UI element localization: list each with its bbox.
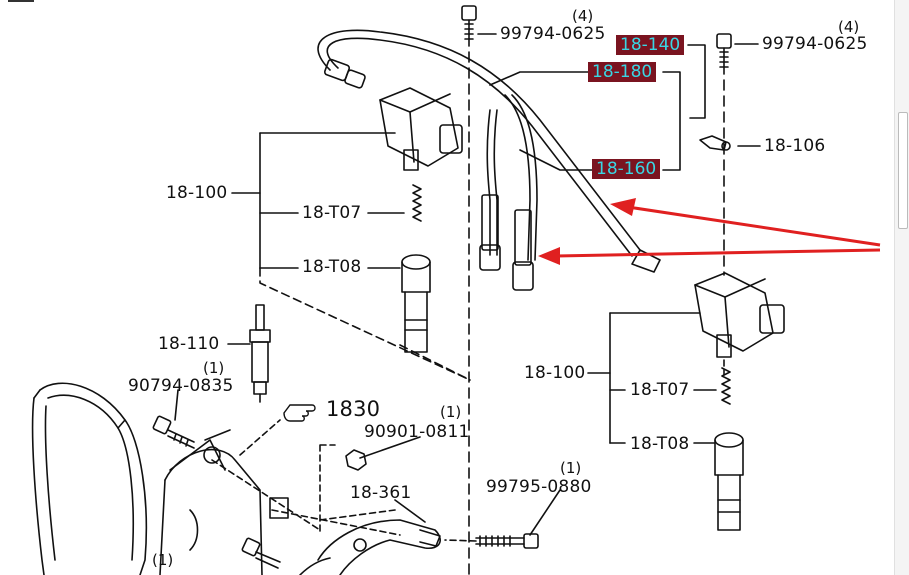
label-90794-0835[interactable]: 90794-0835 [128,376,234,396]
spring-right [721,367,731,405]
bolt-90794-0835 [152,415,195,449]
label-18-100-left[interactable]: 18-100 [166,183,228,203]
label-18-T07-right[interactable]: 18-T07 [630,380,690,400]
ignition-coil-right [694,272,785,358]
boot-right [714,432,744,531]
label-1830[interactable]: 1830 [326,397,381,421]
label-18-106[interactable]: 18-106 [764,136,826,156]
red-arrow-upper [610,198,881,247]
label-18-160-highlighted[interactable]: 18-160 [592,159,661,179]
bolt-99795-0880 [475,533,539,549]
qty-1-b: (1) [440,403,462,421]
ignition-coil-left [379,87,463,171]
qty-4-right: (4) [838,18,860,36]
qty-4-left: (4) [572,7,594,25]
drive-belt [31,382,148,575]
label-99794-0625-left[interactable]: 99794-0625 [500,24,606,44]
clamp-18-106 [699,135,727,151]
ignition-cords [317,29,661,291]
label-18-361[interactable]: 18-361 [350,483,412,503]
label-18-110[interactable]: 18-110 [158,334,220,354]
label-90901-0811[interactable]: 90901-0811 [364,422,470,442]
bolt-lower-left [241,537,281,569]
label-99795-0880[interactable]: 99795-0880 [486,477,592,497]
header-rule [8,0,34,2]
bracket-18-361 [299,519,441,575]
scrollbar-thumb[interactable] [898,112,908,229]
label-18-T07-left[interactable]: 18-T07 [302,203,362,223]
bolt-99794-0625-left [461,5,477,47]
vertical-scrollbar[interactable] [894,0,909,575]
label-18-T08-right[interactable]: 18-T08 [630,434,690,454]
nut-90901-0811 [345,449,367,471]
distributor-housing [159,439,289,575]
spark-plug [249,304,271,403]
spring-left [412,184,422,222]
pointing-hand-icon [283,404,316,422]
label-18-180-highlighted[interactable]: 18-180 [588,62,657,82]
red-arrow-lower [538,247,881,265]
label-18-T08-left[interactable]: 18-T08 [302,257,362,277]
label-18-140-highlighted[interactable]: 18-140 [616,35,685,55]
bolt-99794-0625-right [716,33,732,75]
label-99794-0625-right[interactable]: 99794-0625 [762,34,868,54]
qty-1-d: (1) [152,551,174,569]
qty-1-c: (1) [560,459,582,477]
label-18-100-right[interactable]: 18-100 [524,363,586,383]
boot-left [401,254,431,353]
qty-1-a: (1) [203,359,225,377]
